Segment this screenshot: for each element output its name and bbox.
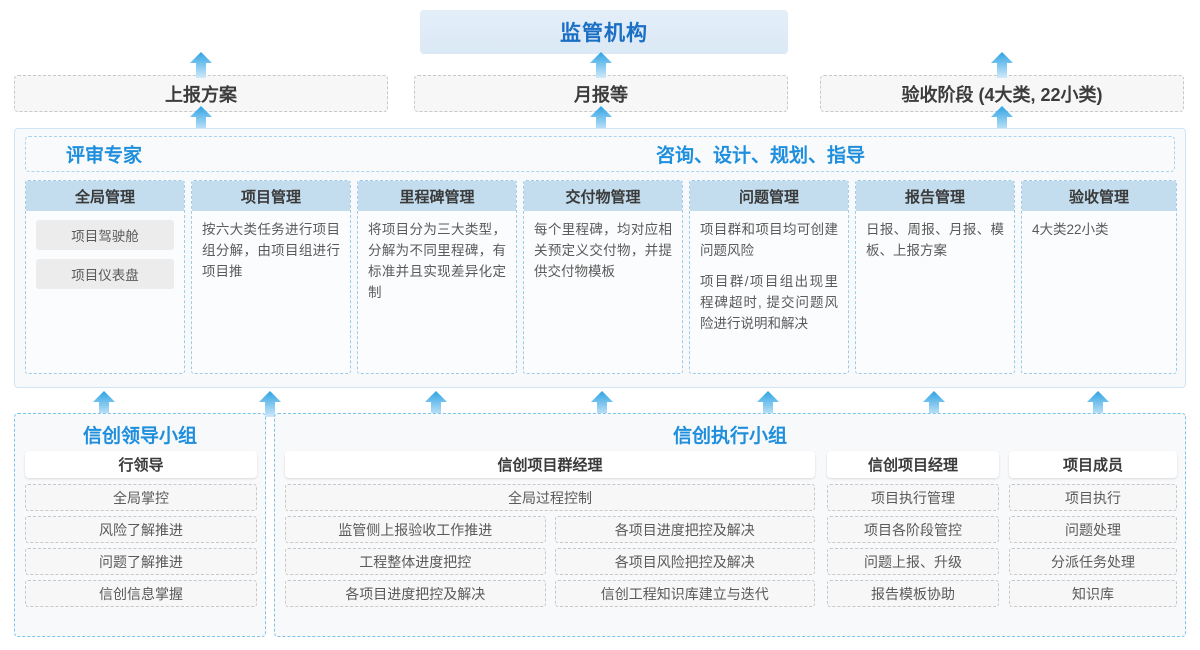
label-consult-services: 咨询、设计、规划、指导 (656, 145, 866, 167)
arrow-up-icon (93, 391, 115, 417)
sub-item[interactable]: 信创工程知识库建立与迭代 (554, 580, 815, 607)
middle-banner: 评审专家 咨询、设计、规划、指导 (25, 136, 1175, 172)
sub-item[interactable]: 风险了解推进 (25, 516, 257, 543)
middle-section: 评审专家 咨询、设计、规划、指导 全局管理 项目驾驶舱 项目仪表盘 项目管理 按… (14, 128, 1186, 388)
program-manager-columns: 监管侧上报验收工作推进 工程整体进度把控 各项目进度把控及解决 各项目进度把控及… (285, 516, 815, 612)
mgmt-column-body: 每个里程碑，均对应相关预定义交付物，并提供交付物模板 (524, 211, 682, 289)
mgmt-column-body: 项目驾驶舱 项目仪表盘 (26, 211, 184, 304)
mgmt-column-body: 4大类22小类 (1022, 211, 1176, 247)
mgmt-column-report[interactable]: 报告管理 日报、周报、月报、模板、上报方案 (855, 180, 1015, 374)
subcolumn-bank-leader: 行领导 全局掌控 风险了解推进 问题了解推进 信创信息掌握 (25, 451, 257, 612)
sub-item[interactable]: 报告模板协助 (827, 580, 999, 607)
arrow-up-icon (991, 52, 1013, 78)
sub-item[interactable]: 项目执行管理 (827, 484, 999, 511)
arrow-up-icon (1087, 391, 1109, 417)
arrow-up-icon (425, 391, 447, 417)
sub-item[interactable]: 知识库 (1009, 580, 1177, 607)
sub-item[interactable]: 各项目进度把控及解决 (285, 580, 546, 607)
mgmt-column-issue[interactable]: 问题管理 项目群和项目均可创建问题风险 项目群/项目组出现里程碑超时, 提交问题… (689, 180, 849, 374)
group-it-execution: 信创执行小组 信创项目群经理 全局过程控制 监管侧上报验收工作推进 工程整体进度… (274, 413, 1186, 637)
mgmt-paragraph: 每个里程碑，均对应相关预定义交付物，并提供交付物模板 (534, 222, 672, 279)
regulator-box: 监管机构 (420, 10, 788, 54)
mgmt-paragraph: 将项目分为三大类型，分解为不同里程碑，有标准并且实现差异化定制 (368, 222, 506, 300)
arrow-up-icon (923, 391, 945, 417)
label-review-experts: 评审专家 (66, 145, 143, 167)
sub-item[interactable]: 信创信息掌握 (25, 580, 257, 607)
sub-item[interactable]: 监管侧上报验收工作推进 (285, 516, 546, 543)
mgmt-column-body: 将项目分为三大类型，分解为不同里程碑，有标准并且实现差异化定制 (358, 211, 516, 310)
mgmt-column-title: 里程碑管理 (358, 181, 516, 211)
subcolumn-head[interactable]: 信创项目经理 (827, 451, 999, 478)
mgmt-column-title: 项目管理 (192, 181, 350, 211)
mgmt-column-title: 问题管理 (690, 181, 848, 211)
group-title: 信创领导小组 (82, 426, 197, 447)
mgmt-pill[interactable]: 项目驾驶舱 (36, 220, 174, 250)
arrow-up-icon (590, 52, 612, 78)
subcolumn-project-member: 项目成员 项目执行 问题处理 分派任务处理 知识库 (1009, 451, 1177, 612)
mgmt-column-global[interactable]: 全局管理 项目驾驶舱 项目仪表盘 (25, 180, 185, 374)
arrow-up-icon (991, 106, 1013, 132)
mgmt-pill[interactable]: 项目仪表盘 (36, 259, 174, 289)
mgmt-column-deliverable[interactable]: 交付物管理 每个里程碑，均对应相关预定义交付物，并提供交付物模板 (523, 180, 683, 374)
top-box-acceptance-stage[interactable]: 验收阶段 (4大类, 22小类) (820, 75, 1184, 112)
sub-item[interactable]: 问题上报、升级 (827, 548, 999, 575)
mgmt-column-title: 验收管理 (1022, 181, 1176, 211)
arrow-up-icon (190, 106, 212, 132)
top-box-report-plan[interactable]: 上报方案 (14, 75, 388, 112)
sub-item[interactable]: 项目各阶段管控 (827, 516, 999, 543)
subcolumn-head[interactable]: 项目成员 (1009, 451, 1177, 478)
mgmt-paragraph: 项目群和项目均可创建问题风险 (700, 222, 838, 258)
arrow-up-icon (190, 52, 212, 78)
mgmt-column-acceptance[interactable]: 验收管理 4大类22小类 (1021, 180, 1177, 374)
group-it-leadership: 信创领导小组 行领导 全局掌控 风险了解推进 问题了解推进 信创信息掌握 (14, 413, 266, 637)
mgmt-column-body: 按六大类任务进行项目组分解，由项目组进行项目推 (192, 211, 350, 289)
sub-item[interactable]: 项目执行 (1009, 484, 1177, 511)
sub-item[interactable]: 全局过程控制 (285, 484, 815, 511)
arrow-up-icon (757, 391, 779, 417)
mgmt-paragraph: 日报、周报、月报、模板、上报方案 (866, 222, 1004, 258)
mgmt-column-title: 报告管理 (856, 181, 1014, 211)
sub-item[interactable]: 工程整体进度把控 (285, 548, 546, 575)
sub-item[interactable]: 问题处理 (1009, 516, 1177, 543)
sub-item[interactable]: 各项目进度把控及解决 (554, 516, 815, 543)
mgmt-column-title: 全局管理 (26, 181, 184, 211)
mgmt-column-body: 项目群和项目均可创建问题风险 项目群/项目组出现里程碑超时, 提交问题风险进行说… (690, 211, 848, 341)
mgmt-paragraph: 按六大类任务进行项目组分解，由项目组进行项目推 (202, 222, 340, 279)
mgmt-column-title: 交付物管理 (524, 181, 682, 211)
sub-item[interactable]: 问题了解推进 (25, 548, 257, 575)
subcolumn-project-manager: 信创项目经理 项目执行管理 项目各阶段管控 问题上报、升级 报告模板协助 (827, 451, 999, 612)
arrow-up-icon (590, 106, 612, 132)
sub-item[interactable]: 全局掌控 (25, 484, 257, 511)
group-title: 信创执行小组 (672, 426, 787, 447)
subcolumn-head[interactable]: 信创项目群经理 (285, 451, 815, 478)
subcolumn-program-manager: 信创项目群经理 全局过程控制 监管侧上报验收工作推进 工程整体进度把控 各项目进… (285, 451, 815, 612)
arrow-up-icon (259, 391, 281, 417)
subcolumn-head[interactable]: 行领导 (25, 451, 257, 478)
arrow-up-icon (591, 391, 613, 417)
pm-col-left: 监管侧上报验收工作推进 工程整体进度把控 各项目进度把控及解决 (285, 516, 546, 612)
sub-item[interactable]: 分派任务处理 (1009, 548, 1177, 575)
mgmt-paragraph: 项目群/项目组出现里程碑超时, 提交问题风险进行说明和解决 (700, 273, 838, 331)
sub-item[interactable]: 各项目风险把控及解决 (554, 548, 815, 575)
mgmt-column-milestone[interactable]: 里程碑管理 将项目分为三大类型，分解为不同里程碑，有标准并且实现差异化定制 (357, 180, 517, 374)
pm-col-right: 各项目进度把控及解决 各项目风险把控及解决 信创工程知识库建立与迭代 (554, 516, 815, 612)
mgmt-column-project[interactable]: 项目管理 按六大类任务进行项目组分解，由项目组进行项目推 (191, 180, 351, 374)
mgmt-paragraph: 4大类22小类 (1032, 222, 1109, 237)
mgmt-column-body: 日报、周报、月报、模板、上报方案 (856, 211, 1014, 268)
